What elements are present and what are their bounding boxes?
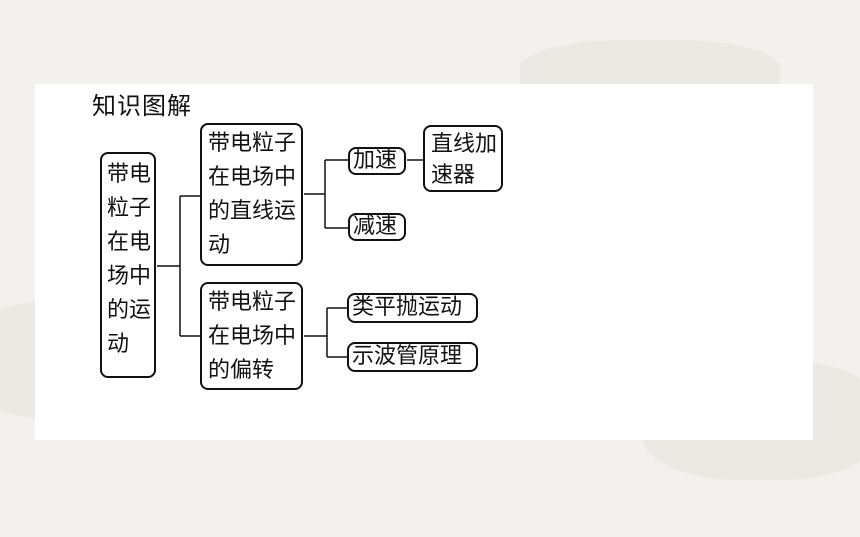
node-linac-line: 速器 bbox=[431, 163, 476, 188]
node-root-line: 带电 bbox=[107, 162, 152, 187]
node-oscilloscope-principle: 示波管原理 bbox=[347, 342, 478, 372]
node-linac-line: 直线加 bbox=[431, 132, 498, 157]
node-deflect-line: 带电粒子 bbox=[208, 290, 297, 315]
node-deflect-line: 在电场中 bbox=[208, 324, 297, 349]
node-root-line: 动 bbox=[107, 332, 130, 357]
node-root: 带电 粒子 在电 场中 的运 动 bbox=[100, 152, 156, 378]
connector-straight bbox=[304, 159, 348, 229]
connector-root bbox=[157, 195, 200, 337]
node-root-line: 在电 bbox=[107, 230, 152, 255]
node-linear-accelerator: 直线加 速器 bbox=[423, 125, 503, 192]
connector-deflect bbox=[304, 307, 347, 358]
node-acceleration: 加速 bbox=[348, 147, 406, 175]
node-straight-line: 的直线运 bbox=[208, 199, 297, 224]
node-deflect-line: 的偏转 bbox=[208, 358, 275, 383]
node-straight-motion: 带电粒子 在电场中 的直线运 动 bbox=[200, 123, 303, 266]
node-projectile-motion: 类平抛运动 bbox=[347, 293, 478, 323]
node-root-line: 粒子 bbox=[107, 196, 152, 221]
node-root-line: 场中 bbox=[107, 264, 152, 289]
node-deceleration: 减速 bbox=[348, 213, 406, 241]
node-root-line: 的运 bbox=[107, 298, 152, 323]
diagram-title: 知识图解 bbox=[92, 92, 192, 120]
node-straight-line: 动 bbox=[208, 233, 231, 258]
node-straight-line: 在电场中 bbox=[208, 165, 297, 190]
node-deflection: 带电粒子 在电场中 的偏转 bbox=[200, 282, 303, 390]
node-straight-line: 带电粒子 bbox=[208, 131, 297, 156]
